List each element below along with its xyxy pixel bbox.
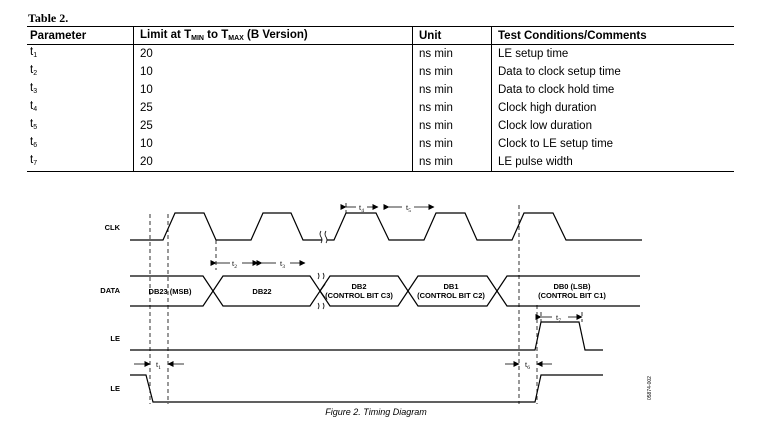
timing-label-t7: t7 <box>556 313 561 324</box>
cell-comment: LE pulse width <box>491 153 734 172</box>
data-cell-db0: DB0 (LSB) <box>553 282 591 291</box>
figure-caption: Figure 2. Timing Diagram <box>325 407 427 417</box>
cell-unit: ns min <box>412 99 492 117</box>
signal-label-data: DATA <box>100 286 120 295</box>
cell-limit: 10 <box>133 135 413 153</box>
cell-limit: 10 <box>133 63 413 81</box>
table-header-row: Parameter Limit at TMIN to TMAX (B Versi… <box>27 26 734 45</box>
le-enable-waveform <box>130 374 603 403</box>
timing-label-t3: t3 <box>280 259 285 270</box>
header-unit: Unit <box>412 26 492 45</box>
data-cell-db1: DB1 <box>443 282 458 291</box>
timing-label-t5: t5 <box>406 203 411 214</box>
cell-limit: 25 <box>133 99 413 117</box>
le-pulse-waveform <box>130 321 603 351</box>
cell-parameter: t6 <box>30 136 38 149</box>
cell-limit: 20 <box>133 153 413 172</box>
header-limit: Limit at TMIN to TMAX (B Version) <box>133 26 413 45</box>
data-cell-db2-note: (CONTROL BIT C3) <box>325 291 393 300</box>
cell-parameter: t3 <box>30 82 38 95</box>
cell-limit: 25 <box>133 117 413 135</box>
timing-label-t2: t2 <box>232 259 237 270</box>
header-parameter: Parameter <box>27 26 134 45</box>
cell-parameter: t4 <box>30 100 38 113</box>
cell-unit: ns min <box>412 44 492 63</box>
timing-label-t6: t6 <box>525 360 530 371</box>
data-cell-db23: DB23 (MSB) <box>149 287 192 296</box>
cell-unit: ns min <box>412 81 492 99</box>
signal-label-clk: CLK <box>105 223 121 232</box>
data-cell-db1-note: (CONTROL BIT C2) <box>417 291 485 300</box>
cell-comment: Clock to LE setup time <box>491 135 734 153</box>
figure-code: 05874-002 <box>647 376 653 400</box>
cell-parameter: t1 <box>30 46 38 59</box>
reference-lines <box>149 203 583 404</box>
signal-label-le-top: LE <box>110 334 120 343</box>
signal-label-le-bottom: LE <box>110 384 120 393</box>
data-bus-waveform <box>130 272 640 310</box>
timing-label-t1: t1 <box>156 360 161 371</box>
cell-comment: Data to clock hold time <box>491 81 734 99</box>
cell-unit: ns min <box>412 117 492 135</box>
cell-comment: Clock high duration <box>491 99 734 117</box>
timing-label-t4: t4 <box>359 203 364 214</box>
clk-waveform <box>130 212 642 244</box>
cell-comment: Data to clock setup time <box>491 63 734 81</box>
cell-comment: LE setup time <box>491 44 734 63</box>
data-cell-db22: DB22 <box>252 287 271 296</box>
data-cell-db0-note: (CONTROL BIT C1) <box>538 291 606 300</box>
cell-parameter: t7 <box>27 153 134 172</box>
cell-unit: ns min <box>412 63 492 81</box>
cell-parameter: t5 <box>30 118 38 131</box>
cell-unit: ns min <box>412 135 492 153</box>
cell-unit: ns min <box>412 153 492 172</box>
cell-parameter: t2 <box>30 64 38 77</box>
cell-limit: 20 <box>133 44 413 63</box>
cell-limit: 10 <box>133 81 413 99</box>
data-cell-db2: DB2 <box>351 282 366 291</box>
timing-arrows <box>134 204 583 367</box>
table-title: Table 2. <box>28 11 69 25</box>
header-conditions: Test Conditions/Comments <box>491 26 734 45</box>
timing-spec-table: Parameter Limit at TMIN to TMAX (B Versi… <box>27 26 734 172</box>
cell-comment: Clock low duration <box>491 117 734 135</box>
